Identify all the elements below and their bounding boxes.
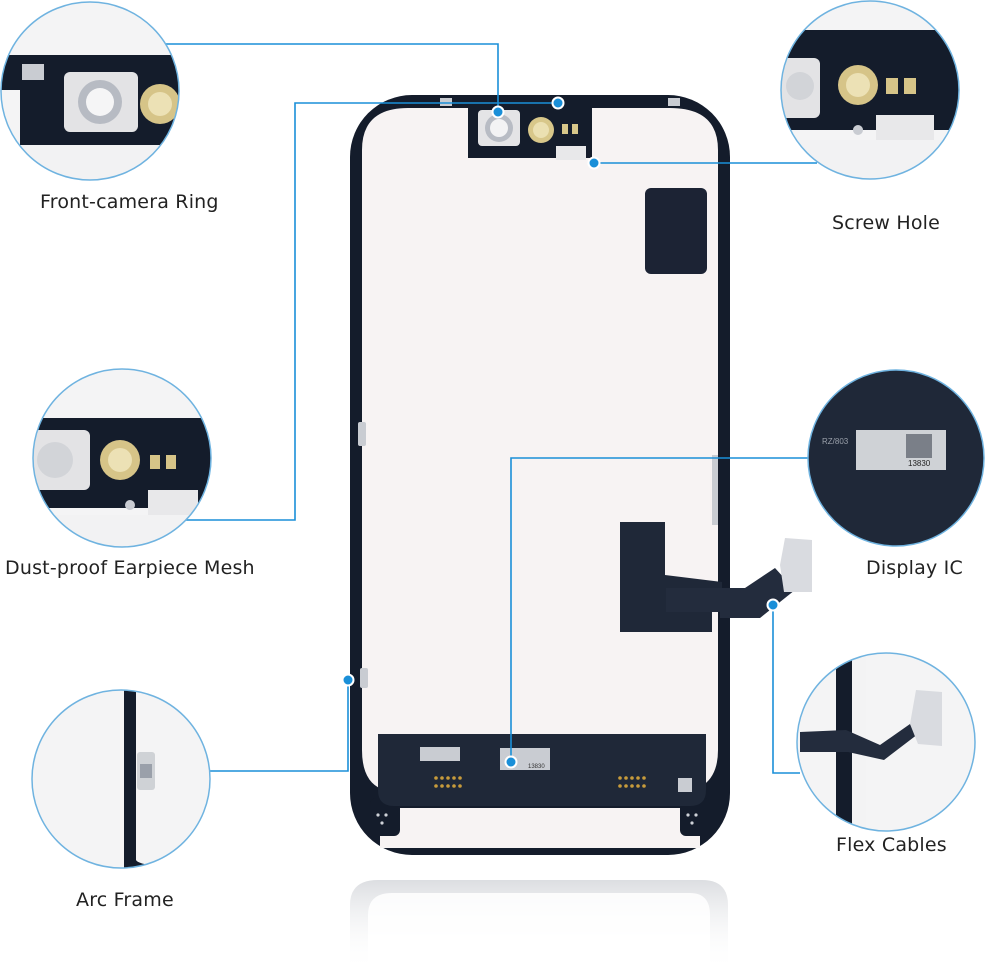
screen-assembly: 13830 bbox=[350, 95, 812, 855]
label-dust-proof-earpiece-mesh: Dust-proof Earpiece Mesh bbox=[5, 557, 255, 579]
zoom-screw-hole bbox=[780, 0, 960, 180]
earpiece-mesh-dot bbox=[551, 96, 565, 110]
label-arc-frame: Arc Frame bbox=[76, 889, 174, 911]
screen-reflection bbox=[350, 880, 728, 971]
zoom-panel-code: RZ/803 bbox=[822, 437, 849, 446]
ic-chip-code: 13830 bbox=[528, 764, 545, 770]
zoom-flex-cables bbox=[796, 652, 976, 832]
front-camera-dot bbox=[491, 105, 505, 119]
zoom-front-camera bbox=[0, 1, 180, 181]
label-flex-cables: Flex Cables bbox=[836, 834, 947, 856]
screw-hole-dot bbox=[587, 156, 601, 170]
zoom-ic-code: 13830 bbox=[908, 459, 931, 468]
rear-sensor-block bbox=[645, 188, 707, 274]
label-front-camera-ring: Front-camera Ring bbox=[40, 191, 219, 213]
zoom-arc-frame bbox=[31, 689, 211, 869]
label-screw-hole: Screw Hole bbox=[832, 212, 941, 234]
display-ic-dot bbox=[504, 755, 518, 769]
callout-dots bbox=[341, 96, 780, 769]
display-flex bbox=[378, 522, 722, 806]
arc-frame-dot bbox=[341, 673, 355, 687]
zoom-earpiece-mesh bbox=[32, 368, 212, 548]
flex-cable-dot bbox=[766, 598, 780, 612]
label-display-ic: Display IC bbox=[866, 557, 963, 579]
zoom-display-ic: 13830 RZ/803 bbox=[807, 369, 985, 547]
callout-lines bbox=[165, 43, 820, 774]
